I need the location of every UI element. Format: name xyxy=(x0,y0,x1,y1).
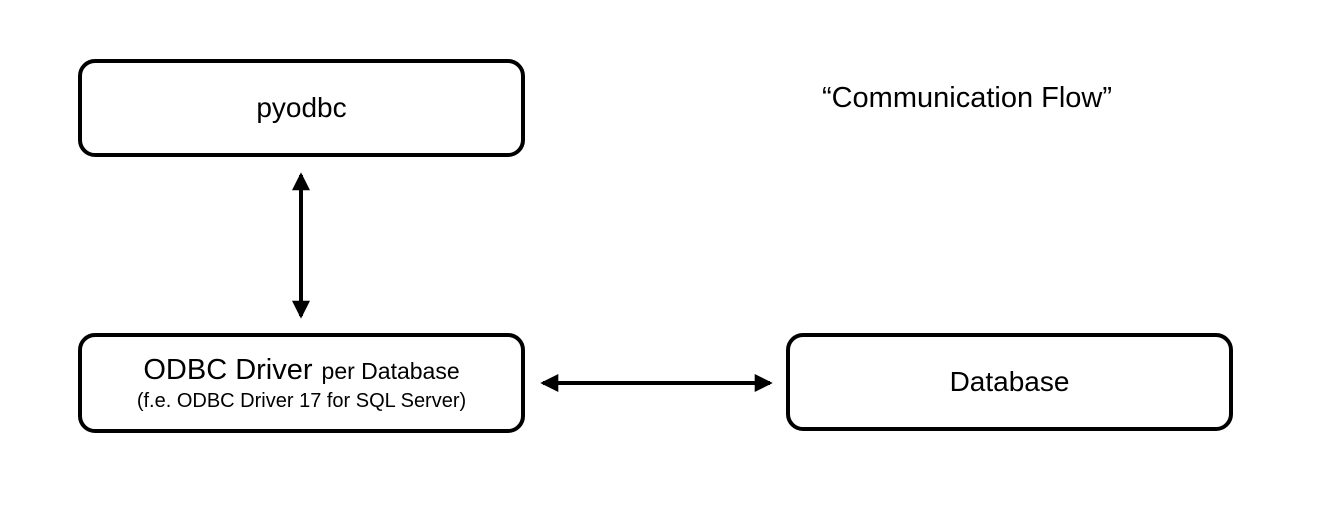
node-pyodbc-label: pyodbc xyxy=(256,92,347,123)
node-odbc-driver-label-secondary: per Database xyxy=(321,357,460,384)
node-odbc-driver: ODBC Driver per Database (f.e. ODBC Drive… xyxy=(78,333,525,433)
node-database-label: Database xyxy=(949,366,1070,397)
node-pyodbc: pyodbc xyxy=(78,59,525,157)
node-odbc-driver-label-sub: (f.e. ODBC Driver 17 for SQL Server) xyxy=(136,389,467,412)
node-database: Database xyxy=(786,333,1233,431)
node-odbc-driver-main-line: ODBC Driver per Database xyxy=(143,353,459,388)
node-odbc-driver-label-main: ODBC Driver xyxy=(143,353,313,386)
diagram-title: “Communication Flow” xyxy=(821,82,1113,114)
